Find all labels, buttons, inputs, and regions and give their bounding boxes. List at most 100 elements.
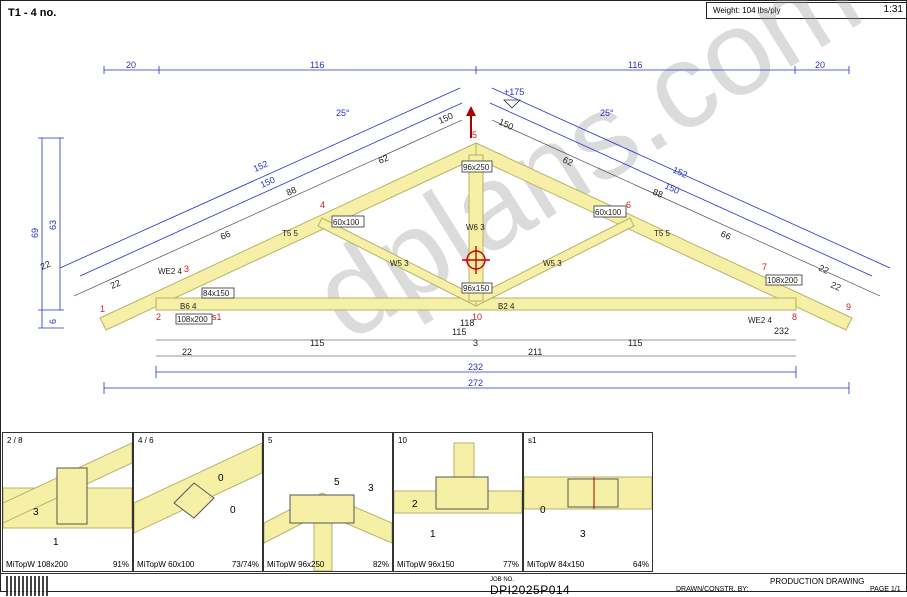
detail-5-dim-a: 5: [334, 477, 340, 488]
node-1: 1: [100, 304, 105, 314]
plate-label-60x100-right: 60x100: [595, 208, 622, 217]
job-number-value: DPI2025P014: [490, 583, 571, 597]
slope-right-152: 152: [671, 165, 689, 180]
slope-left-88: 88: [285, 185, 298, 198]
slope-left-62: 62: [377, 153, 390, 166]
member-we2-left: WE2 4: [158, 267, 183, 276]
plate-label-60x100-left: 60x100: [333, 218, 360, 227]
bottom-dim-lines-blue: [103, 366, 850, 394]
timber-members: [99, 142, 853, 331]
slope-left-22b: 22: [109, 278, 122, 291]
slope-left-152: 152: [252, 159, 270, 174]
plate-label-108x200-left: 108x200: [177, 315, 208, 324]
dim-v-63: 63: [48, 220, 58, 230]
slope-right-88: 88: [651, 187, 664, 200]
web-w5-right: [475, 217, 635, 307]
top-dim-lines: [103, 66, 850, 74]
detail-10-dim-a: 2: [412, 499, 418, 510]
detail-2-8-pct: 91%: [112, 560, 129, 569]
plate-label-96x250: 96x250: [463, 163, 490, 172]
web-w6: [468, 154, 484, 302]
dim-top-1: 20: [126, 60, 136, 70]
detail-4-6-caption: 4 / 6: [138, 436, 154, 445]
detail-5-pct: 82%: [372, 560, 389, 569]
detail-4-6-plate: MiTopW 60x100: [137, 560, 195, 569]
member-t5-left: T5 5: [282, 229, 299, 238]
slope-left-150: 150: [259, 175, 277, 190]
detail-10-caption: 10: [398, 436, 407, 445]
detail-s1-plate: MiTopW 84x150: [527, 560, 585, 569]
slope-member-dims: [73, 119, 881, 297]
dim-bottom-115c: 115: [452, 327, 466, 337]
detail-panel-2-8: 3 1 2 / 8 MiTopW 108x200 91%: [2, 432, 133, 572]
cog-marker: [462, 246, 490, 274]
slope-right-150: 150: [663, 181, 681, 196]
detail-4-6-dim-a: 0: [218, 473, 224, 484]
detail-panel-4-6: 0 0 4 / 6 MiTopW 60x100 73/74%: [133, 432, 263, 572]
detail-2-8-dim-a: 3: [33, 507, 39, 518]
dim-v-69: 69: [30, 228, 40, 238]
plate-label-84x150: 84x150: [203, 289, 230, 298]
node-4: 4: [320, 200, 325, 210]
slope-dim-lines: [59, 87, 891, 277]
member-w6: W6 3: [466, 223, 485, 232]
member-t5-right: T5 5: [654, 229, 671, 238]
job-number-label: JOB NO.: [490, 577, 515, 583]
detail-10-dim-b: 1: [430, 529, 436, 540]
detail-2-8-dim-b: 1: [53, 537, 59, 548]
peak-marker: +175: [466, 87, 524, 138]
detail-2-8-plate: MiTopW 108x200: [6, 560, 68, 569]
dim-top-3: 116: [628, 60, 642, 70]
truss-title: T1 - 4 no.: [8, 7, 57, 19]
scale-label: 1:31: [883, 4, 903, 15]
weight-label: Weight: 104 lbs/ply: [713, 6, 781, 15]
member-w5-left: W5 3: [390, 259, 409, 268]
member-b6: B6 4: [180, 302, 197, 311]
dim-bottom-115b: 115: [628, 338, 642, 348]
dim-bottom-232b: 232: [468, 362, 483, 372]
detail-s1-dim-b: 3: [580, 529, 586, 540]
slope-right-66: 66: [719, 229, 732, 242]
production-drawing-label: PRODUCTION DRAWING: [770, 577, 865, 586]
detail-4-6-dim-b: 0: [230, 505, 236, 516]
page-number: PAGE 1/1: [870, 586, 901, 593]
drawn-by-label: DRAWN/CONSTR. BY:: [676, 586, 749, 593]
detail-4-6-pct: 73/74%: [231, 560, 259, 569]
plate-label-96x150: 96x150: [463, 284, 490, 293]
member-b2: B2 4: [498, 302, 515, 311]
node-8: 8: [792, 312, 797, 322]
top-chord-right: [475, 142, 853, 331]
slope-right-22a: 22: [817, 263, 830, 276]
dim-bottom-232a: 232: [774, 326, 789, 336]
truss-elevation: 20 116 116 20 69 63 6 25° 25° 152 150 15…: [30, 60, 891, 394]
detail-5-caption: 5: [268, 436, 273, 445]
bottom-dim-lines-black: [156, 339, 796, 357]
node-6: 6: [626, 200, 631, 210]
dim-bottom-211: 211: [528, 347, 542, 357]
detail-s1-dim-a: 0: [540, 505, 546, 516]
node-10: 10: [472, 312, 482, 322]
slope-right-62: 62: [561, 155, 574, 168]
angle-right: 25°: [600, 108, 614, 118]
dim-top-4: 20: [815, 60, 825, 70]
member-w5-right: W5 3: [543, 259, 562, 268]
node-7: 7: [762, 262, 767, 272]
detail-s1-caption: s1: [528, 436, 537, 445]
node-3: 3: [184, 264, 189, 274]
dim-bottom-118: 118: [460, 318, 474, 328]
slope-left-66: 66: [219, 229, 232, 242]
slope-right-150b: 150: [497, 117, 515, 132]
title-block: JOB NO. DPI2025P014 DRAWN/CONSTR. BY: PR…: [0, 573, 907, 597]
node-5: 5: [472, 130, 477, 140]
detail-10-pct: 77%: [502, 560, 519, 569]
joint-details: 3 1 2 / 8 MiTopW 108x200 91% 0 0 4 / 6 MiT…: [0, 432, 907, 572]
slope-left-22a: 22: [39, 259, 52, 272]
dim-v-6: 6: [48, 319, 58, 324]
plate-labels: [175, 160, 803, 325]
detail-5-plate: MiTopW 96x250: [267, 560, 325, 569]
peak-height: +175: [504, 87, 524, 97]
detail-2-8-caption: 2 / 8: [7, 436, 23, 445]
